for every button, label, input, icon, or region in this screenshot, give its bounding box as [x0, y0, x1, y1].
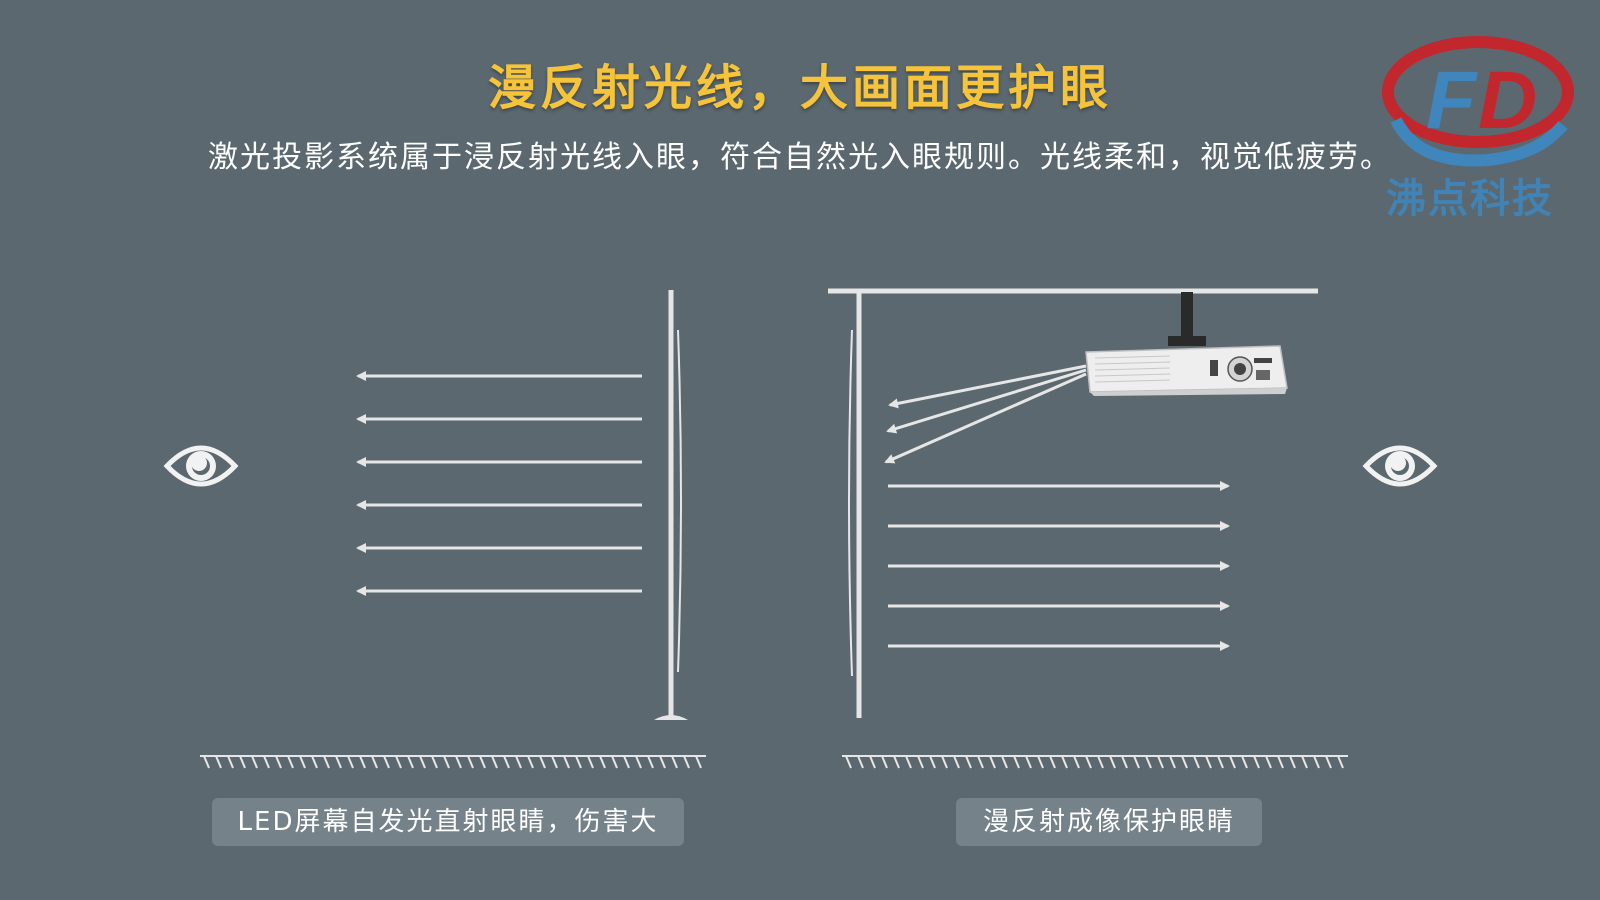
- beam-arrow: [884, 372, 1087, 464]
- left-caption: LED屏幕自发光直射眼睛，伤害大: [212, 798, 684, 846]
- projector-icon: [1085, 292, 1288, 396]
- projector-beams: [884, 364, 1087, 464]
- logo-letters-text: F: [1426, 55, 1478, 146]
- page-subtitle: 激光投影系统属于浸反射光线入眼，符合自然光入眼规则。光线柔和，视觉低疲劳。: [208, 140, 1392, 175]
- led-screen: [654, 290, 688, 720]
- fd-logo: F D: [1382, 36, 1574, 167]
- page-title: 漫反射光线，大画面更护眼: [487, 60, 1112, 116]
- left-floor: [200, 755, 706, 769]
- eye-icon: [163, 445, 239, 487]
- svg-text:D: D: [1478, 55, 1537, 146]
- right-caption: 漫反射成像保护眼睛: [956, 798, 1262, 846]
- projection-screen: [848, 291, 862, 718]
- beam-arrow: [888, 364, 1087, 409]
- beam-arrow: [886, 368, 1087, 434]
- left-arrows: [356, 371, 642, 596]
- logo-company-name: 沸点科技: [1386, 176, 1554, 222]
- right-arrows: [888, 481, 1230, 651]
- eye-icon: [1362, 445, 1438, 487]
- right-floor: [842, 755, 1348, 769]
